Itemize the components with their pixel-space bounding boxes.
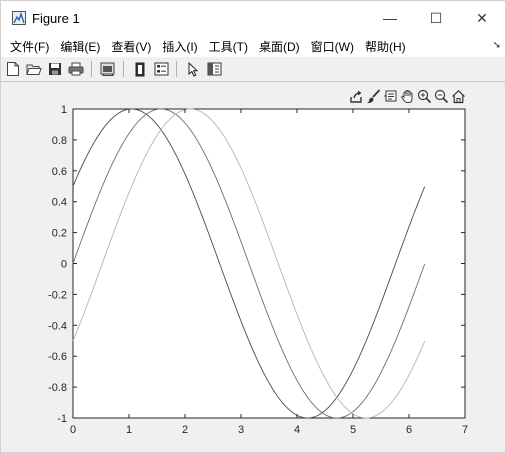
data-tips-icon (384, 90, 397, 101)
x-tick-label: 6 (406, 424, 412, 436)
toolbar-separator (123, 61, 124, 77)
zoom-out-button[interactable] (433, 87, 450, 105)
save-button[interactable] (46, 60, 64, 78)
menu-view[interactable]: 查看(V) (111, 39, 152, 54)
close-button[interactable]: ✕ (459, 1, 505, 35)
brush-button[interactable] (365, 87, 382, 105)
minimize-icon: — (383, 10, 397, 26)
axis-ticks: 0 1 2 3 4 5 6 7 1 0.8 0.6 0.4 0.2 0 -0.2 -0.4 -0.6 -0.8 -1 (48, 104, 468, 436)
y-tick-label: -0.8 (48, 382, 67, 394)
home-button[interactable] (450, 87, 467, 105)
menu-window[interactable]: 窗口(W) (310, 39, 354, 54)
series-line-1[interactable] (72, 108, 426, 419)
maximize-button[interactable]: ☐ (413, 1, 459, 35)
export-button[interactable] (348, 87, 365, 105)
data-tips-button[interactable] (382, 87, 399, 105)
x-tick-label: 5 (350, 424, 356, 436)
y-tick-label: -0.6 (48, 351, 67, 363)
menu-tools[interactable]: 工具(T) (208, 39, 248, 54)
menu-help[interactable]: 帮助(H) (364, 39, 406, 54)
matlab-figure-icon (12, 11, 26, 25)
y-tick-label: 0.6 (52, 166, 67, 178)
x-tick-label: 3 (238, 424, 244, 436)
menu-bar: 文件(F) 编辑(E) 查看(V) 插入(I) 工具(T) 桌面(D) 窗口(W… (1, 35, 505, 57)
y-tick-label: 0.2 (52, 228, 67, 240)
y-tick-label: -0.4 (48, 320, 67, 332)
y-tick-label: -0.2 (48, 289, 67, 301)
menu-insert[interactable]: 插入(I) (162, 39, 198, 54)
new-figure-icon (7, 62, 19, 76)
figure-toolbar (1, 57, 505, 82)
zoom-in-icon (417, 89, 432, 103)
zoom-in-button[interactable] (416, 87, 433, 105)
colorbar-button[interactable] (131, 60, 149, 78)
axes-area[interactable] (72, 108, 466, 419)
brush-icon (367, 88, 381, 103)
legend-icon (154, 62, 168, 76)
property-editor-button[interactable] (205, 60, 223, 78)
menu-desktop[interactable]: 桌面(D) (258, 39, 300, 54)
link-plot-icon (100, 62, 115, 76)
property-editor-icon (207, 62, 221, 76)
link-plot-button[interactable] (99, 60, 117, 78)
export-icon (350, 90, 362, 103)
x-tick-label: 7 (462, 424, 468, 436)
toolbar-separator (176, 61, 177, 77)
pan-button[interactable] (399, 87, 416, 105)
minimize-button[interactable]: — (367, 1, 413, 35)
y-tick-label: 0.8 (52, 135, 67, 147)
window-title: Figure 1 (32, 10, 80, 26)
plot-lines (72, 108, 426, 419)
pan-icon (401, 89, 413, 103)
menu-overflow-arrow-icon[interactable]: ➘ (492, 40, 501, 51)
new-figure-button[interactable] (4, 60, 22, 78)
series-line-2[interactable] (72, 108, 426, 419)
axes-toolbar (348, 86, 467, 106)
x-tick-label: 1 (126, 424, 132, 436)
sine-plot[interactable]: 0 1 2 3 4 5 6 7 1 0.8 0.6 0.4 0.2 0 -0.2 -0.4 -0.6 -0.8 -1 (1, 82, 505, 452)
print-button[interactable] (67, 60, 85, 78)
open-file-button[interactable] (25, 60, 43, 78)
menu-edit[interactable]: 编辑(E) (60, 39, 101, 54)
toolbar-separator (91, 61, 92, 77)
x-tick-label: 4 (294, 424, 300, 436)
print-icon (68, 62, 84, 76)
y-tick-label: 1 (61, 104, 67, 116)
x-tick-label: 2 (182, 424, 188, 436)
home-icon (452, 89, 465, 103)
figure-canvas: 0 1 2 3 4 5 6 7 1 0.8 0.6 0.4 0.2 0 -0.2 -0.4 -0.6 -0.8 -1 (1, 82, 505, 452)
open-file-icon (26, 64, 42, 75)
y-tick-label: 0 (61, 259, 67, 271)
maximize-icon: ☐ (429, 9, 443, 26)
colorbar-icon (135, 62, 145, 76)
title-bar[interactable]: Figure 1 — ☐ ✕ (1, 1, 505, 35)
series-line-0[interactable] (72, 108, 426, 419)
menu-file[interactable]: 文件(F) (10, 39, 50, 54)
y-tick-label: -1 (57, 413, 67, 425)
x-tick-label: 0 (70, 424, 76, 436)
zoom-out-icon (434, 89, 449, 103)
close-icon: ✕ (476, 9, 488, 26)
save-icon (49, 63, 61, 75)
edit-plot-button[interactable] (184, 60, 202, 78)
legend-button[interactable] (152, 60, 170, 78)
y-tick-label: 0.4 (52, 197, 67, 209)
pointer-icon (188, 61, 199, 77)
